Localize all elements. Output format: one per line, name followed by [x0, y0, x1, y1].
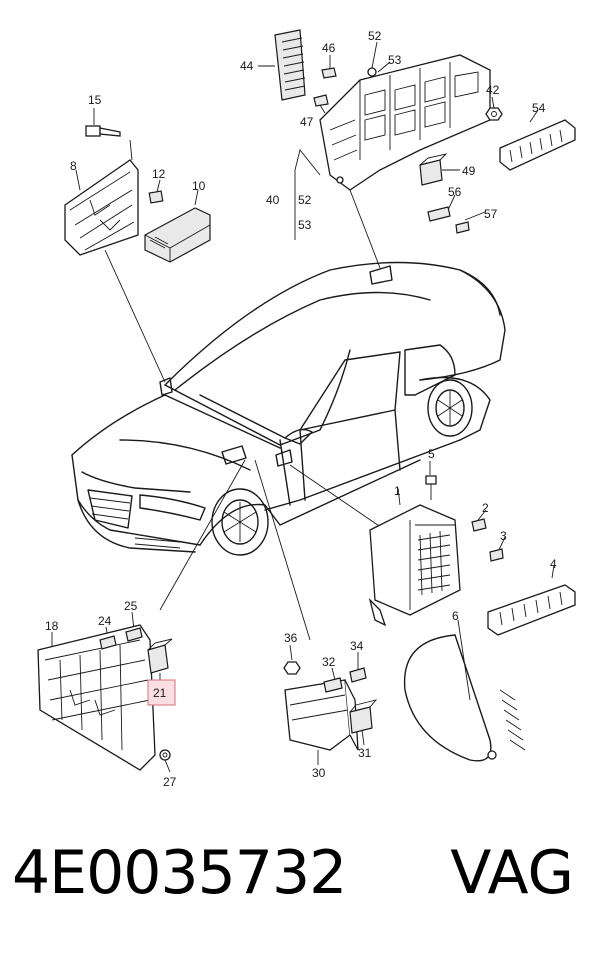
part-46-relay	[321, 67, 337, 79]
part-18-relay-carrier	[37, 624, 156, 771]
label-36: 36	[284, 631, 298, 645]
car-illustration	[71, 261, 506, 556]
label-18: 18	[45, 619, 59, 633]
leader-lines	[51, 41, 555, 773]
part-21-relay	[147, 638, 173, 682]
part-10-module	[144, 189, 211, 263]
part-5-bolt	[425, 475, 437, 500]
label-52-top: 52	[368, 29, 382, 43]
label-3: 3	[500, 529, 507, 543]
part-34-relay	[349, 667, 367, 683]
label-4: 4	[550, 557, 557, 571]
label-44: 44	[240, 59, 254, 73]
label-5: 5	[428, 447, 435, 461]
part-8-bracket	[64, 139, 139, 256]
label-1: 1	[394, 484, 401, 498]
label-53-top: 53	[388, 53, 402, 67]
brand-label: VAG	[450, 838, 574, 908]
part-40-fuse-box	[319, 54, 491, 191]
part-number: 4E0035732	[12, 838, 347, 908]
part-labels: 15 8 12 10 44 46 47 52 53 42 54 49 40 52…	[45, 29, 557, 789]
label-8: 8	[70, 159, 77, 173]
label-56: 56	[448, 185, 462, 199]
label-12: 12	[152, 167, 166, 181]
label-24: 24	[98, 614, 112, 628]
part-52-screw	[367, 67, 377, 77]
label-25: 25	[124, 599, 138, 613]
part-1-control-unit	[368, 504, 461, 627]
part-32-relay	[323, 677, 343, 693]
part-36-nut	[283, 661, 301, 675]
label-32: 32	[322, 655, 336, 669]
part-15-bolt	[85, 125, 121, 137]
label-10: 10	[192, 179, 206, 193]
label-57: 57	[484, 207, 498, 221]
part-47-relay	[313, 94, 329, 107]
part-3-relay	[489, 548, 504, 562]
label-6: 6	[452, 609, 459, 623]
label-52-bracket: 52	[298, 193, 312, 207]
label-47: 47	[300, 115, 314, 129]
label-40: 40	[266, 193, 280, 207]
part-30-bracket	[284, 679, 359, 751]
part-24-relay	[99, 635, 117, 650]
label-46: 46	[322, 41, 336, 55]
parts-diagram: 15 8 12 10 44 46 47 52 53 42 54 49 40 52…	[37, 29, 576, 789]
part-49-relay	[419, 153, 448, 186]
label-54: 54	[532, 101, 546, 115]
label-15: 15	[88, 93, 102, 107]
part-57-relay	[455, 221, 470, 234]
label-53-bracket: 53	[298, 218, 312, 232]
part-31-relay	[349, 699, 378, 734]
label-34: 34	[350, 639, 364, 653]
highlight-box	[147, 679, 176, 706]
label-49: 49	[462, 164, 476, 178]
part-27-nut	[159, 749, 171, 761]
part-25-relay	[125, 627, 143, 642]
label-30: 30	[312, 766, 326, 780]
part-12-relay	[148, 179, 164, 204]
label-31: 31	[358, 746, 372, 760]
part-4-holder	[487, 584, 576, 636]
part-2-relay	[471, 518, 487, 532]
part-44-connector	[274, 29, 306, 101]
part-42-nut	[485, 107, 503, 121]
part-56-relay	[427, 206, 451, 222]
label-2: 2	[482, 501, 489, 515]
label-21: 21	[153, 686, 167, 700]
part-54-holder	[499, 119, 576, 171]
label-27: 27	[163, 775, 177, 789]
part-6-cable	[403, 634, 526, 762]
label-42: 42	[486, 83, 500, 97]
